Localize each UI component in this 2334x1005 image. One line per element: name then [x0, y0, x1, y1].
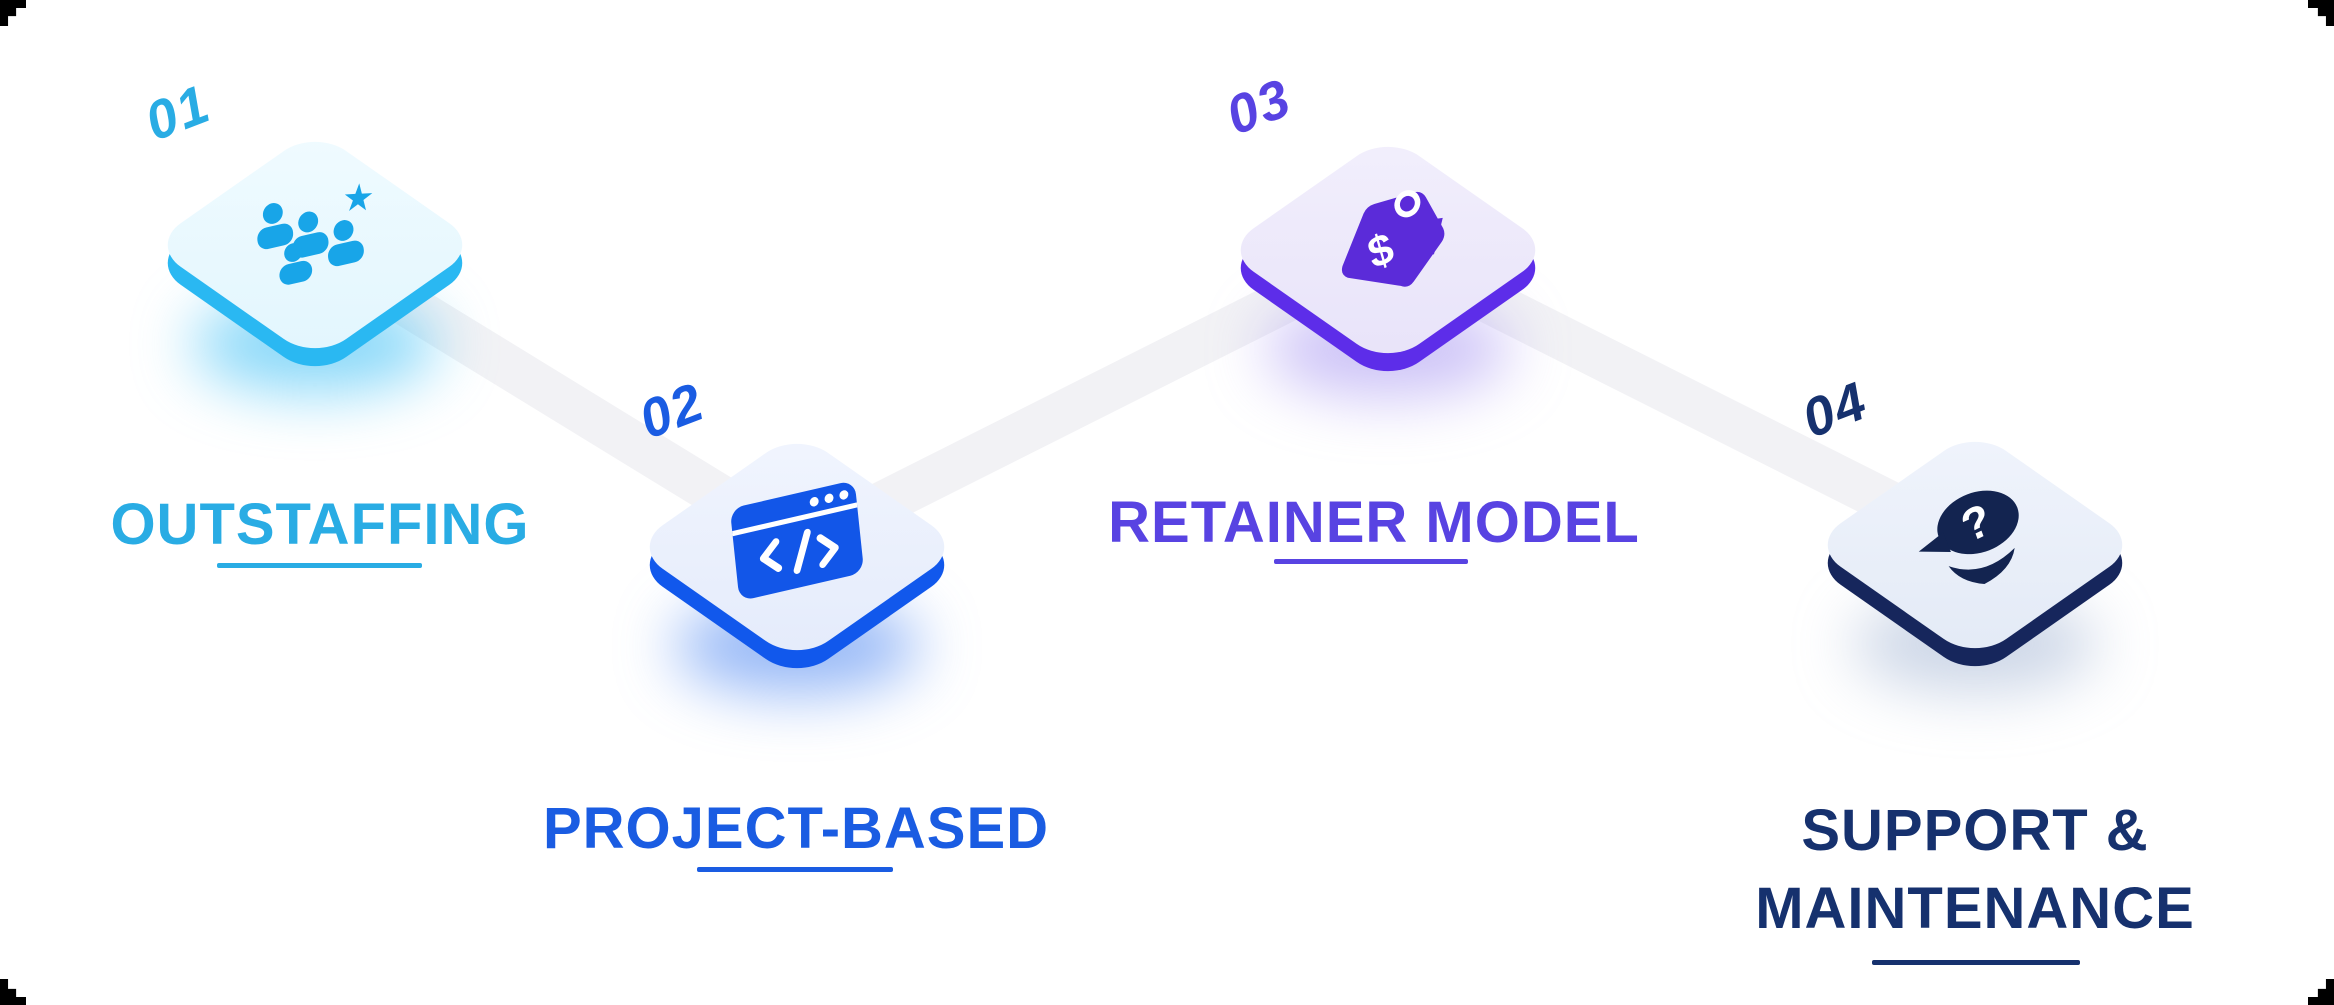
label-underline-3 — [1274, 559, 1468, 564]
step-label-line-1: SUPPORT & — [1801, 798, 2149, 863]
corner-mark-bottom-left — [0, 979, 26, 1005]
step-label-support-maintenance: SUPPORT & MAINTENANCE — [1695, 792, 2255, 948]
label-underline-2 — [697, 867, 893, 872]
corner-mark-top-right — [2308, 0, 2334, 26]
svg-text:★: ★ — [341, 176, 376, 219]
tile-project-based — [631, 430, 963, 694]
step-label-project-based: PROJECT-BASED — [542, 796, 1050, 861]
label-underline-4 — [1872, 960, 2080, 965]
tile-outstaffing: ★ — [149, 128, 481, 392]
question-bubble-icon: ? — [1905, 471, 2045, 607]
label-underline-1 — [217, 563, 422, 568]
corner-mark-top-left — [0, 0, 26, 26]
step-label-line-2: MAINTENANCE — [1755, 876, 2195, 941]
step-label-outstaffing: OUTSTAFFING — [110, 492, 530, 557]
tile-retainer-model: $ — [1222, 133, 1554, 397]
tile-support-maintenance: ? — [1809, 428, 2141, 692]
team-star-icon: ★ — [245, 171, 385, 307]
step-label-retainer-model: RETAINER MODEL — [1108, 490, 1640, 555]
corner-mark-bottom-right — [2308, 979, 2334, 1005]
price-tag-icon: $ — [1318, 176, 1458, 312]
code-window-icon — [727, 473, 867, 609]
